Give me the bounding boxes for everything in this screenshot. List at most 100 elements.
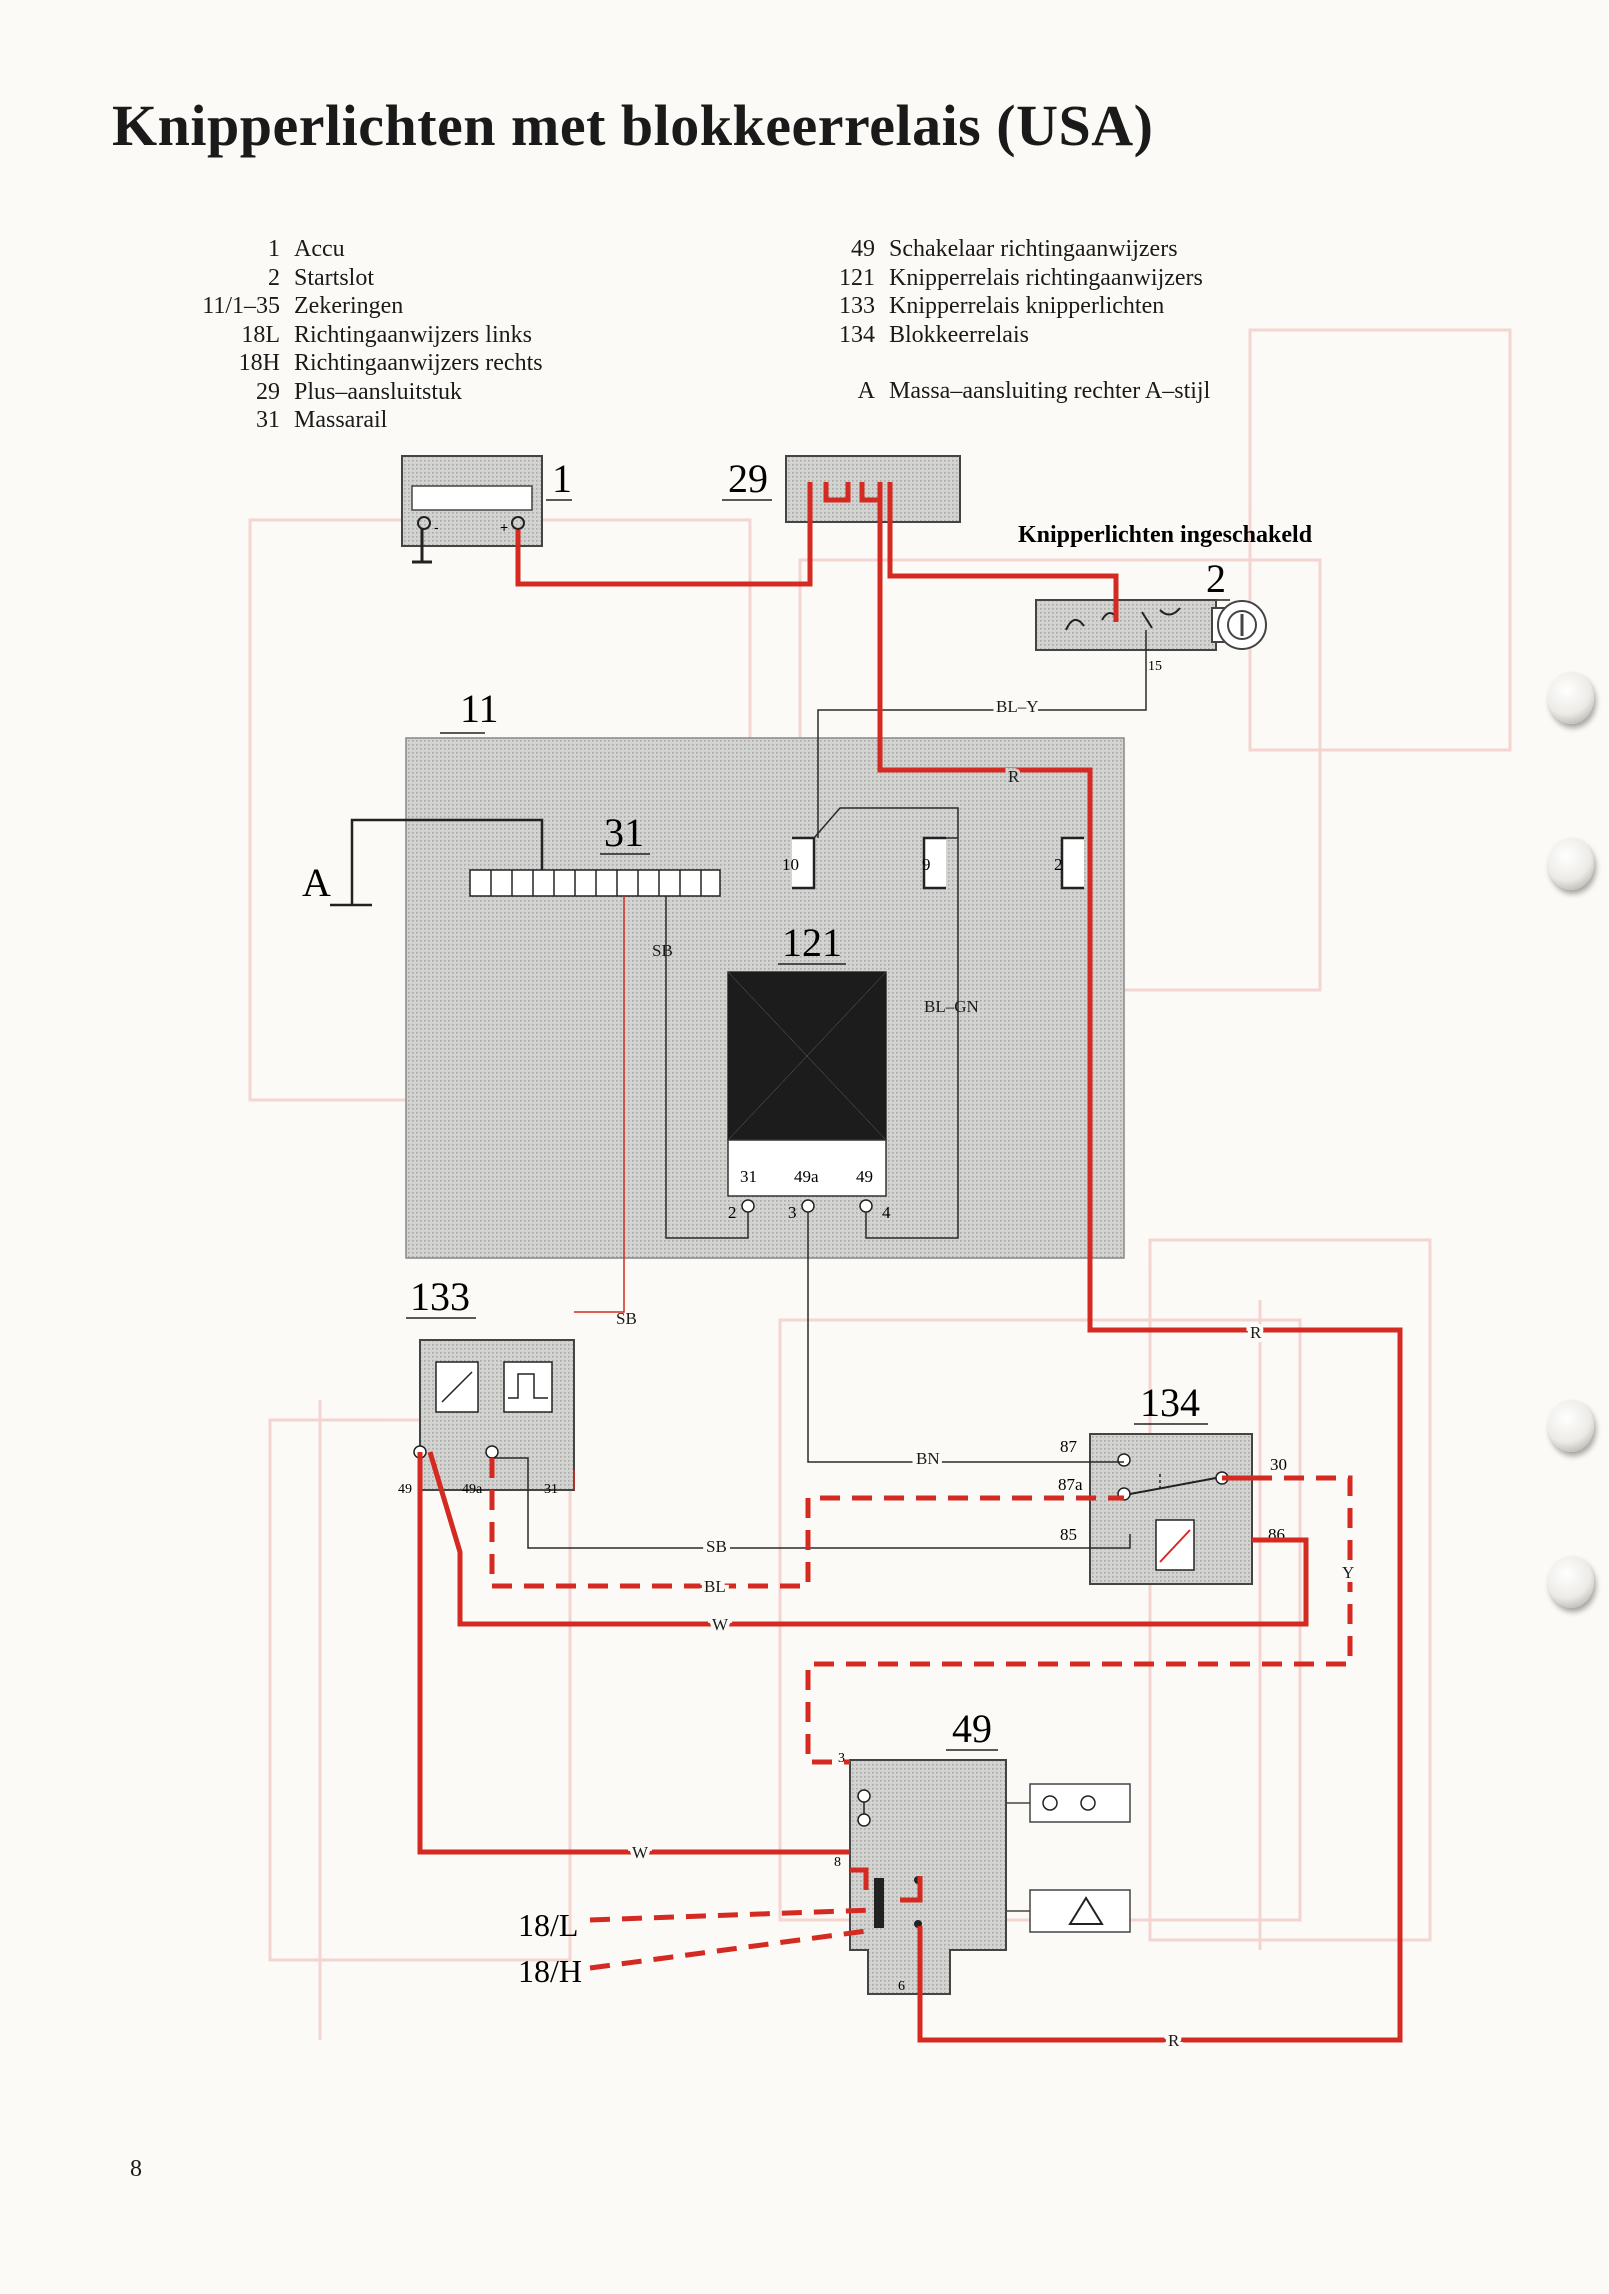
terminal-label: 49a xyxy=(794,1167,819,1186)
legend-number: 11/1–35 xyxy=(202,293,280,319)
wire-w-49 xyxy=(417,1452,850,1855)
black-wires xyxy=(492,630,1147,1549)
wire-label: R xyxy=(1008,767,1020,786)
left-lamps-label: 18/L xyxy=(518,1907,578,1943)
terminal-label: 49a xyxy=(462,1482,483,1497)
wire-18h xyxy=(589,1927,875,1971)
legend-number: 2 xyxy=(268,264,280,291)
legend-label: Knipperrelais knipperlichten xyxy=(889,293,1165,319)
plus-connector xyxy=(785,455,961,523)
ground-rail-number: 31 xyxy=(604,810,644,855)
wire-label: SB xyxy=(706,1537,727,1556)
terminal-label: 4 xyxy=(882,1203,891,1222)
terminal-label: 87 xyxy=(1060,1437,1078,1456)
page-number: 8 xyxy=(130,2156,142,2182)
terminal-label: 9 xyxy=(922,855,931,874)
legend-number: A xyxy=(857,378,875,404)
wire-sb-121 xyxy=(665,896,749,1239)
legend-label: Richtingaanwijzers links xyxy=(294,321,532,348)
legend-item: 1 Accu xyxy=(140,235,543,264)
page-title: Knipperlichten met blokkeerrelais (USA) xyxy=(112,93,1154,158)
fuse-box-number: 11 xyxy=(460,686,499,731)
wire-18l xyxy=(589,1907,875,1923)
legend-item: 18L Richtingaanwijzers links xyxy=(140,321,543,350)
legend-number: 134 xyxy=(839,321,875,348)
hazard-caption: Knipperlichten ingeschakeld xyxy=(1018,522,1313,548)
binder-tab xyxy=(1548,1400,1594,1452)
legend-number: 29 xyxy=(256,378,280,405)
terminal-label: 2 xyxy=(728,1203,737,1222)
wire-label: R xyxy=(1168,2031,1180,2050)
wire-sb-85 xyxy=(492,1457,1131,1549)
terminal-label: 31 xyxy=(740,1167,757,1186)
wire-label: Y xyxy=(1342,1563,1354,1582)
wire-label: BL xyxy=(704,1577,726,1596)
legend-label: Zekeringen xyxy=(294,293,404,319)
legend-item: 134 Blokkeerrelais xyxy=(780,321,1203,350)
legend-number: 18L xyxy=(241,321,280,348)
ignition-switch-number: 2 xyxy=(1206,556,1226,601)
legend-item: 31 Massarail xyxy=(140,406,543,435)
svg-text:+: + xyxy=(500,519,508,535)
legend-label: Plus–aansluitstuk xyxy=(294,378,463,405)
legend-label: Blokkeerrelais xyxy=(889,321,1029,348)
legend-label: Startslot xyxy=(294,264,375,291)
wire-y xyxy=(805,1475,1353,1765)
legend-left: 1 Accu 2 Startslot 11/1–35 Zekeringen 18L Ri… xyxy=(140,235,543,435)
legend-label: Accu xyxy=(294,236,345,262)
legend-label: Massa–aansluiting rechter A–stijl xyxy=(889,378,1211,404)
legend-number: 133 xyxy=(839,293,875,319)
legend-label: Knipperrelais richtingaanwijzers xyxy=(889,264,1203,291)
terminal-label: 10 xyxy=(782,855,799,874)
fuse-9 xyxy=(922,836,946,890)
terminal-label: 2 xyxy=(1054,855,1063,874)
right-lamps-label: 18/H xyxy=(518,1953,582,1989)
wire-label: BL–Y xyxy=(996,697,1039,716)
terminal-label: 8 xyxy=(834,1855,841,1870)
wire-bl xyxy=(489,1458,1124,1589)
wire-label: BN xyxy=(916,1449,940,1468)
legend-number: 18H xyxy=(238,350,280,376)
legend-item: 2 Startslot xyxy=(140,264,543,293)
legend-number: 1 xyxy=(268,236,280,262)
binder-tab xyxy=(1548,672,1594,724)
wire-label: W xyxy=(712,1615,729,1634)
ground-rail xyxy=(469,869,721,897)
legend-number: 31 xyxy=(256,407,280,433)
legend-item: 121 Knipperrelais richtingaanwijzers xyxy=(780,264,1203,293)
legend-item: A Massa–aansluiting rechter A–stijl xyxy=(780,377,1211,406)
fuse-10 xyxy=(792,836,816,890)
legend-item: 11/1–35 Zekeringen xyxy=(140,292,543,321)
svg-text:-: - xyxy=(434,519,439,535)
terminal-label: 87a xyxy=(1058,1475,1083,1494)
terminal-label: 15 xyxy=(1148,659,1162,674)
wire-bn xyxy=(807,1212,1124,1463)
wire-label: R xyxy=(1250,1323,1262,1342)
legend-label: Schakelaar richtingaanwijzers xyxy=(889,236,1178,262)
wire-bl-gn xyxy=(813,807,959,1239)
plus-connector-number: 29 xyxy=(728,456,768,501)
red-dashed-wires xyxy=(489,1458,1353,1971)
binder-tab xyxy=(1548,1556,1594,1608)
wire-r-main xyxy=(877,500,1403,2043)
legend-extra: A Massa–aansluiting rechter A–stijl xyxy=(780,377,1211,406)
legend-label: Richtingaanwijzers rechts xyxy=(294,350,543,376)
legend-item: 133 Knipperrelais knipperlichten xyxy=(780,292,1203,321)
wire-label: SB xyxy=(652,941,673,960)
legend-item: 29 Plus–aansluitstuk xyxy=(140,378,543,407)
wire-bl-y xyxy=(817,630,1147,838)
ground-point: A xyxy=(302,860,331,905)
legend-label: Massarail xyxy=(294,407,388,433)
wire-w-86 xyxy=(427,1451,1309,1627)
fuse-2 xyxy=(1060,836,1084,890)
wire-label: SB xyxy=(616,1309,637,1328)
terminal-label: 31 xyxy=(544,1482,558,1497)
flasher-relay-number: 121 xyxy=(782,920,842,965)
legend-number: 121 xyxy=(839,264,875,291)
wire-label: BL–GN xyxy=(924,997,979,1016)
legend-item: 18H Richtingaanwijzers rechts xyxy=(140,349,543,378)
terminal-label: 6 xyxy=(898,1979,905,1994)
red-wires xyxy=(417,482,1403,2043)
